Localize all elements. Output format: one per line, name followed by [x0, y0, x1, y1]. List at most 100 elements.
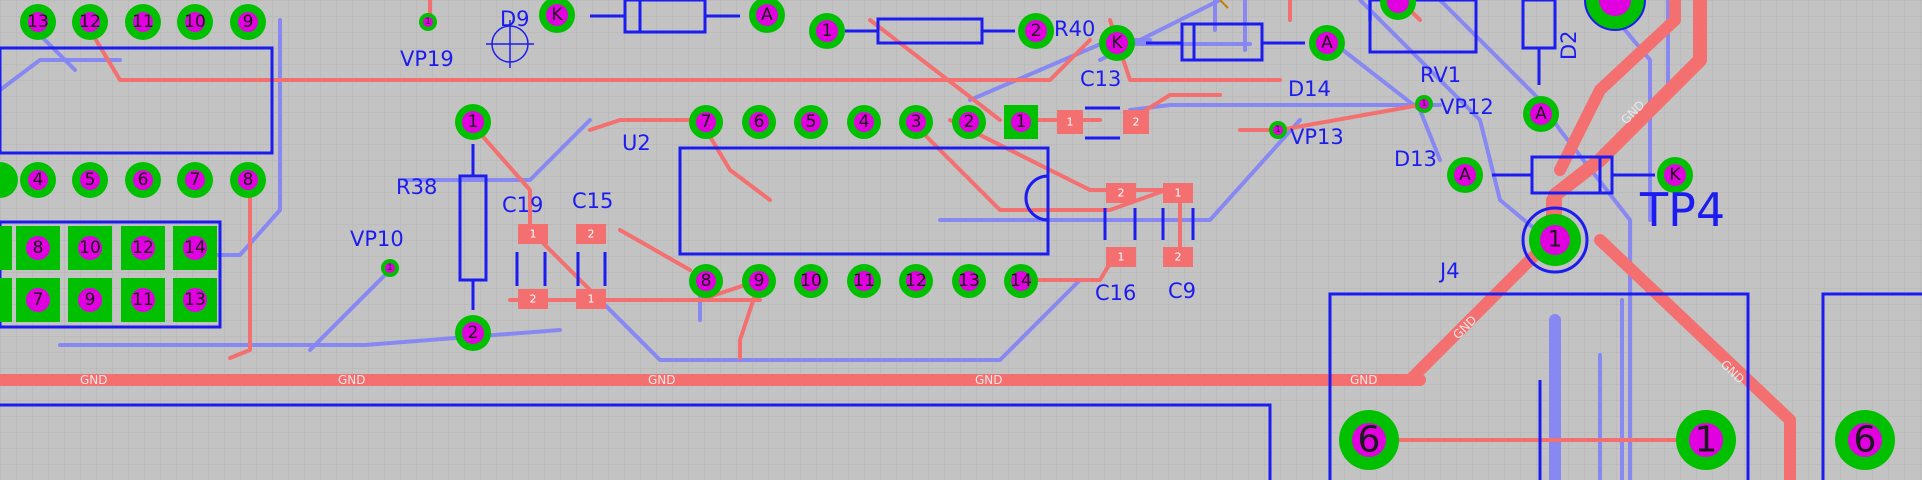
svg-text:13: 13: [958, 271, 980, 291]
u2-pad-1[interactable]: 1: [1004, 105, 1038, 139]
pad[interactable]: [0, 162, 18, 198]
u2-pad[interactable]: 9: [742, 264, 776, 298]
pad[interactable]: 10: [68, 226, 112, 270]
svg-text:12: 12: [132, 238, 154, 258]
pad[interactable]: 11: [125, 4, 161, 40]
r38-pad-2[interactable]: 2: [455, 315, 491, 351]
designator-j4: J4: [1438, 259, 1460, 283]
svg-text:K: K: [1669, 165, 1681, 185]
vp12-pad[interactable]: 1: [1415, 95, 1433, 113]
pad[interactable]: 7: [16, 278, 60, 322]
c15-outline: [576, 252, 607, 286]
pad[interactable]: 13: [173, 278, 217, 322]
svg-text:2: 2: [1133, 116, 1140, 129]
u2-pad[interactable]: 13: [952, 264, 986, 298]
d14-cathode-pad[interactable]: K: [1099, 25, 1135, 61]
gnd-label: GND: [648, 373, 676, 387]
c19-pad-1[interactable]: 1: [518, 224, 548, 244]
u2-pad[interactable]: 2: [952, 105, 986, 139]
d13-anode-pad[interactable]: A: [1447, 157, 1483, 193]
pad[interactable]: 10: [177, 4, 213, 40]
c19-outline: [515, 252, 547, 286]
pad[interactable]: 9: [230, 4, 266, 40]
rv1-pad[interactable]: [1380, 0, 1416, 20]
tp4-pad[interactable]: 1: [1521, 206, 1589, 274]
r38-pad-1[interactable]: 1: [455, 104, 491, 140]
u2-pad[interactable]: 14: [1004, 264, 1038, 298]
designator-d9: D9: [500, 7, 530, 31]
c13-pad-2[interactable]: 2: [1123, 110, 1149, 134]
u2-pad[interactable]: 5: [794, 105, 828, 139]
pad[interactable]: [0, 226, 12, 270]
u2-pad[interactable]: 11: [847, 264, 881, 298]
svg-text:3: 3: [911, 112, 922, 132]
svg-text:1: 1: [468, 112, 479, 132]
u2-pad[interactable]: 8: [689, 264, 723, 298]
c9-pad-1[interactable]: 1: [1163, 183, 1193, 203]
svg-text:12: 12: [905, 271, 927, 291]
c15-pad-2[interactable]: 2: [576, 224, 606, 244]
d9-cathode-pad[interactable]: K: [539, 0, 575, 33]
pad[interactable]: 11: [121, 278, 165, 322]
pad[interactable]: 13: [20, 4, 56, 40]
svg-text:8: 8: [701, 271, 712, 291]
c9-pad-2[interactable]: 2: [1163, 247, 1193, 267]
u2-pad[interactable]: 6: [742, 105, 776, 139]
svg-text:5: 5: [85, 170, 96, 190]
d2-anode-pad[interactable]: A: [1523, 96, 1559, 132]
vp13-pad[interactable]: 1: [1269, 121, 1287, 139]
pad[interactable]: [0, 278, 12, 322]
r40-pad-2[interactable]: 2: [1018, 13, 1054, 49]
c13-pad-1[interactable]: 1: [1057, 110, 1083, 134]
svg-text:13: 13: [184, 290, 206, 310]
pad[interactable]: 4: [20, 162, 56, 198]
pad[interactable]: 7: [177, 162, 213, 198]
pad[interactable]: 8: [16, 226, 60, 270]
d14-anode-pad[interactable]: A: [1309, 25, 1345, 61]
right-connector-outline: [1821, 292, 1922, 480]
svg-text:1: 1: [530, 228, 537, 241]
u2-pad[interactable]: 12: [899, 264, 933, 298]
d9-anode-pad[interactable]: A: [749, 0, 785, 33]
gnd-label: GND: [975, 373, 1003, 387]
r40-pad-1[interactable]: 1: [809, 13, 845, 49]
j4-pad-6[interactable]: 6: [1339, 410, 1399, 470]
svg-text:6: 6: [138, 170, 149, 190]
c15-pad-1[interactable]: 1: [576, 289, 606, 309]
u2-pad[interactable]: 10: [794, 264, 828, 298]
svg-text:1: 1: [1016, 112, 1027, 132]
pad[interactable]: 8: [230, 162, 266, 198]
pad[interactable]: 12: [72, 4, 108, 40]
j4-outline: [1328, 292, 1750, 480]
vp19-pad[interactable]: 1: [419, 13, 437, 31]
pad[interactable]: 6: [125, 162, 161, 198]
c19-pad-2[interactable]: 2: [518, 289, 548, 309]
pad[interactable]: 14: [173, 226, 217, 270]
svg-text:1: 1: [1695, 420, 1718, 461]
pad[interactable]: 5: [72, 162, 108, 198]
c16-pad-1[interactable]: 1: [1106, 247, 1136, 267]
header-outline: [0, 46, 274, 155]
vp10-pad[interactable]: 1: [381, 259, 399, 277]
pad[interactable]: 12: [121, 226, 165, 270]
svg-text:2: 2: [530, 293, 537, 306]
d13-cathode-pad[interactable]: K: [1657, 157, 1693, 193]
svg-text:2: 2: [1031, 21, 1042, 41]
svg-text:1: 1: [588, 293, 595, 306]
j4-pad-1[interactable]: 1: [1676, 410, 1736, 470]
u2-pad[interactable]: 3: [899, 105, 933, 139]
svg-text:10: 10: [800, 271, 822, 291]
pad[interactable]: 9: [68, 278, 112, 322]
c16-pad-2[interactable]: 2: [1106, 183, 1136, 203]
designator-c19: C19: [502, 193, 543, 217]
svg-text:9: 9: [243, 12, 254, 32]
designator-c16: C16: [1095, 281, 1136, 305]
svg-text:8: 8: [33, 238, 44, 258]
pad[interactable]: [1584, 0, 1646, 31]
u2-pad[interactable]: 7: [689, 105, 723, 139]
right-connector-pad-6[interactable]: 6: [1835, 410, 1895, 470]
u2-outline: [678, 146, 1050, 256]
u2-pad[interactable]: 4: [847, 105, 881, 139]
top-layer-traces: [0, 0, 1796, 480]
